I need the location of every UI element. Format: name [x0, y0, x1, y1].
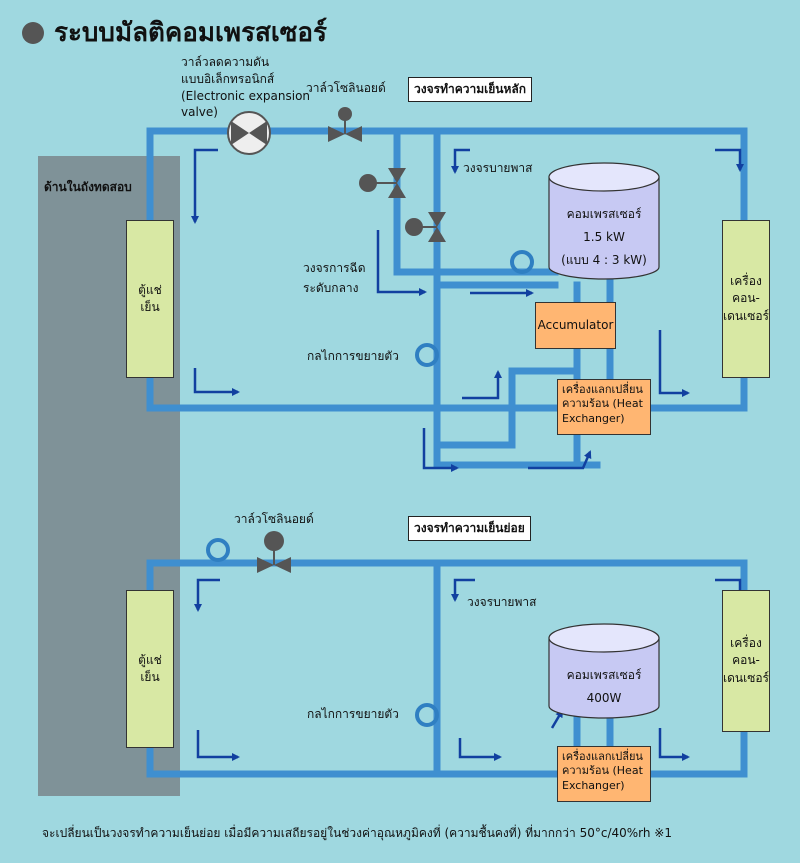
compressor-tank-sub — [548, 623, 660, 719]
page-title: ระบบมัลติคอมเพรสเซอร์ — [22, 12, 327, 53]
compressor-main-text: คอมเพรสเซอร์ 1.5 kW (แบบ 4 : 3 kW) — [561, 207, 647, 267]
check-valve-rings — [206, 250, 534, 727]
test-chamber-label: ด้านในถังทดสอบ — [44, 180, 132, 194]
main-ring-top — [510, 250, 534, 274]
electronic-expansion-valve-icon — [227, 111, 271, 155]
main-circuit-label: วงจรทำความเย็นหลัก — [408, 77, 533, 102]
expansion-valve-label: วาล์วลดความดัน แบบอิเล็กทรอนิกส์ (Electr… — [181, 55, 311, 120]
flow-arrows — [191, 148, 744, 761]
main-bypass-label: วงจรบายพาส — [463, 161, 533, 175]
footnote: จะเปลี่ยนเป็นวงจรทำความเย็นย่อย เมื่อมีค… — [42, 826, 672, 840]
evaporator-sub: ตู้แช่เย็น — [126, 590, 174, 748]
solenoid-valve-icon-top — [328, 107, 362, 142]
page-title-text: ระบบมัลติคอมเพรสเซอร์ — [54, 18, 328, 48]
heat-exchanger-main: เครื่องแลกเปลี่ยน ความร้อน (Heat Exchang… — [557, 379, 651, 435]
solenoid-valve-icon-sub — [257, 531, 291, 573]
sub-bypass-label: วงจรบายพาส — [467, 595, 537, 609]
condenser-sub: เครื่องคอน-เดนเซอร์ — [722, 590, 770, 732]
main-expansion-mechanism-label: กลไกการขยายตัว — [307, 349, 399, 363]
condenser-main: เครื่องคอน-เดนเซอร์ — [722, 220, 770, 378]
bullet-icon — [22, 21, 44, 44]
solenoid-valve-icon-vertical-1 — [359, 168, 406, 198]
injection-circuit-label: วงจรการฉีด ระดับกลาง — [303, 261, 366, 296]
sub-expansion-mechanism-label: กลไกการขยายตัว — [307, 707, 399, 721]
sub-ring-top — [206, 538, 230, 562]
main-expansion-ring — [415, 343, 439, 367]
sub-solenoid-valve-label: วาล์วโซลินอยด์ — [234, 512, 314, 526]
compressor-tank-main — [548, 162, 660, 280]
solenoid-valve-icon-vertical-2 — [405, 212, 446, 242]
solenoid-valve-label: วาล์วโซลินอยด์ — [306, 81, 386, 95]
compressor-sub-text: คอมเพรสเซอร์ 400W — [566, 668, 642, 705]
accumulator: Accumulator — [535, 302, 616, 349]
sub-circuit-label: วงจรทำความเย็นย่อย — [408, 516, 531, 541]
heat-exchanger-sub: เครื่องแลกเปลี่ยน ความร้อน (Heat Exchang… — [557, 746, 651, 802]
sub-expansion-ring — [415, 703, 439, 727]
evaporator-main: ตู้แช่เย็น — [126, 220, 174, 378]
